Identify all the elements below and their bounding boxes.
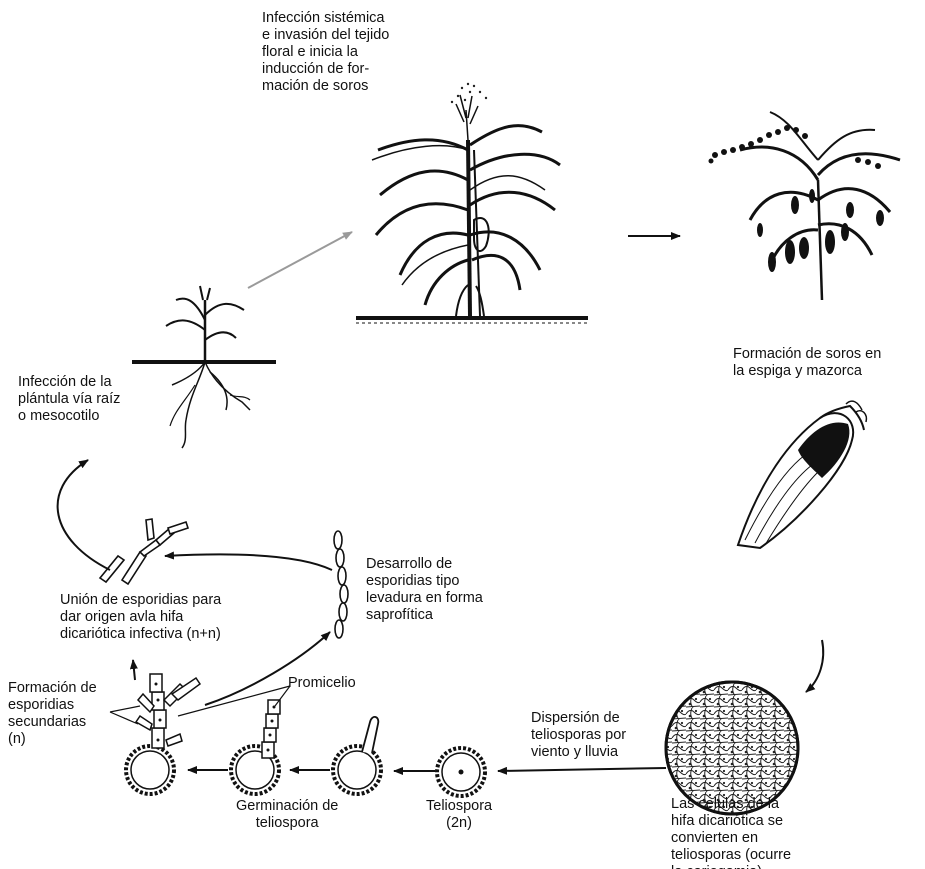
germinating-teliospore-early xyxy=(333,717,381,794)
label-seedling-infection: Infección de la plántula vía raíz o meso… xyxy=(18,374,120,425)
infected-corn-plant xyxy=(740,112,900,300)
arrow-to-yeast xyxy=(205,632,330,705)
label-leader-lines xyxy=(110,686,290,724)
tassel-pollen xyxy=(451,83,487,103)
label-systemic-infection: Infección sistémica e invasión del tejid… xyxy=(262,10,389,95)
tassel-sori xyxy=(709,125,885,272)
label-secondary-sporidia: Formación de esporidias secundarias (n) xyxy=(8,680,97,748)
mature-corn-plant xyxy=(356,95,588,323)
arrow-to-seedling xyxy=(58,460,110,570)
germinating-teliospore-promycelium xyxy=(231,700,280,794)
infected-corn-ear xyxy=(738,401,866,548)
label-sporidia-union: Unión de esporidias para dar origen avla… xyxy=(60,592,221,643)
arrow-to-karyogamy xyxy=(806,640,823,692)
label-dispersal: Dispersión de teliosporas por viento y l… xyxy=(531,710,626,761)
arrow-dispersal xyxy=(498,768,666,771)
label-promycelium: Promicelio xyxy=(288,675,356,692)
arrow-to-union xyxy=(165,554,332,570)
dikaryotic-hypha-cells xyxy=(666,682,798,814)
label-teliospore-germination: Germinación de teliospora xyxy=(236,798,338,832)
teliospore-secondary-sporidia xyxy=(126,674,200,794)
infected-seedling xyxy=(132,286,276,448)
arrow-to-mature-plant xyxy=(248,232,352,288)
label-sori-formation: Formación de soros en la espiga y mazorc… xyxy=(733,346,881,380)
label-teliospore: Teliospora (2n) xyxy=(426,798,492,832)
fusing-sporidia xyxy=(100,519,188,584)
yeast-sporidia-chain xyxy=(334,531,348,638)
label-sporidia-development: Desarrollo de esporidias tipo levadura e… xyxy=(366,556,483,624)
teliospore-cell xyxy=(437,748,485,796)
arrow-up-secondary xyxy=(133,660,135,680)
label-karyogamy: Las celulas de la hifa dicariótica se co… xyxy=(671,796,791,869)
